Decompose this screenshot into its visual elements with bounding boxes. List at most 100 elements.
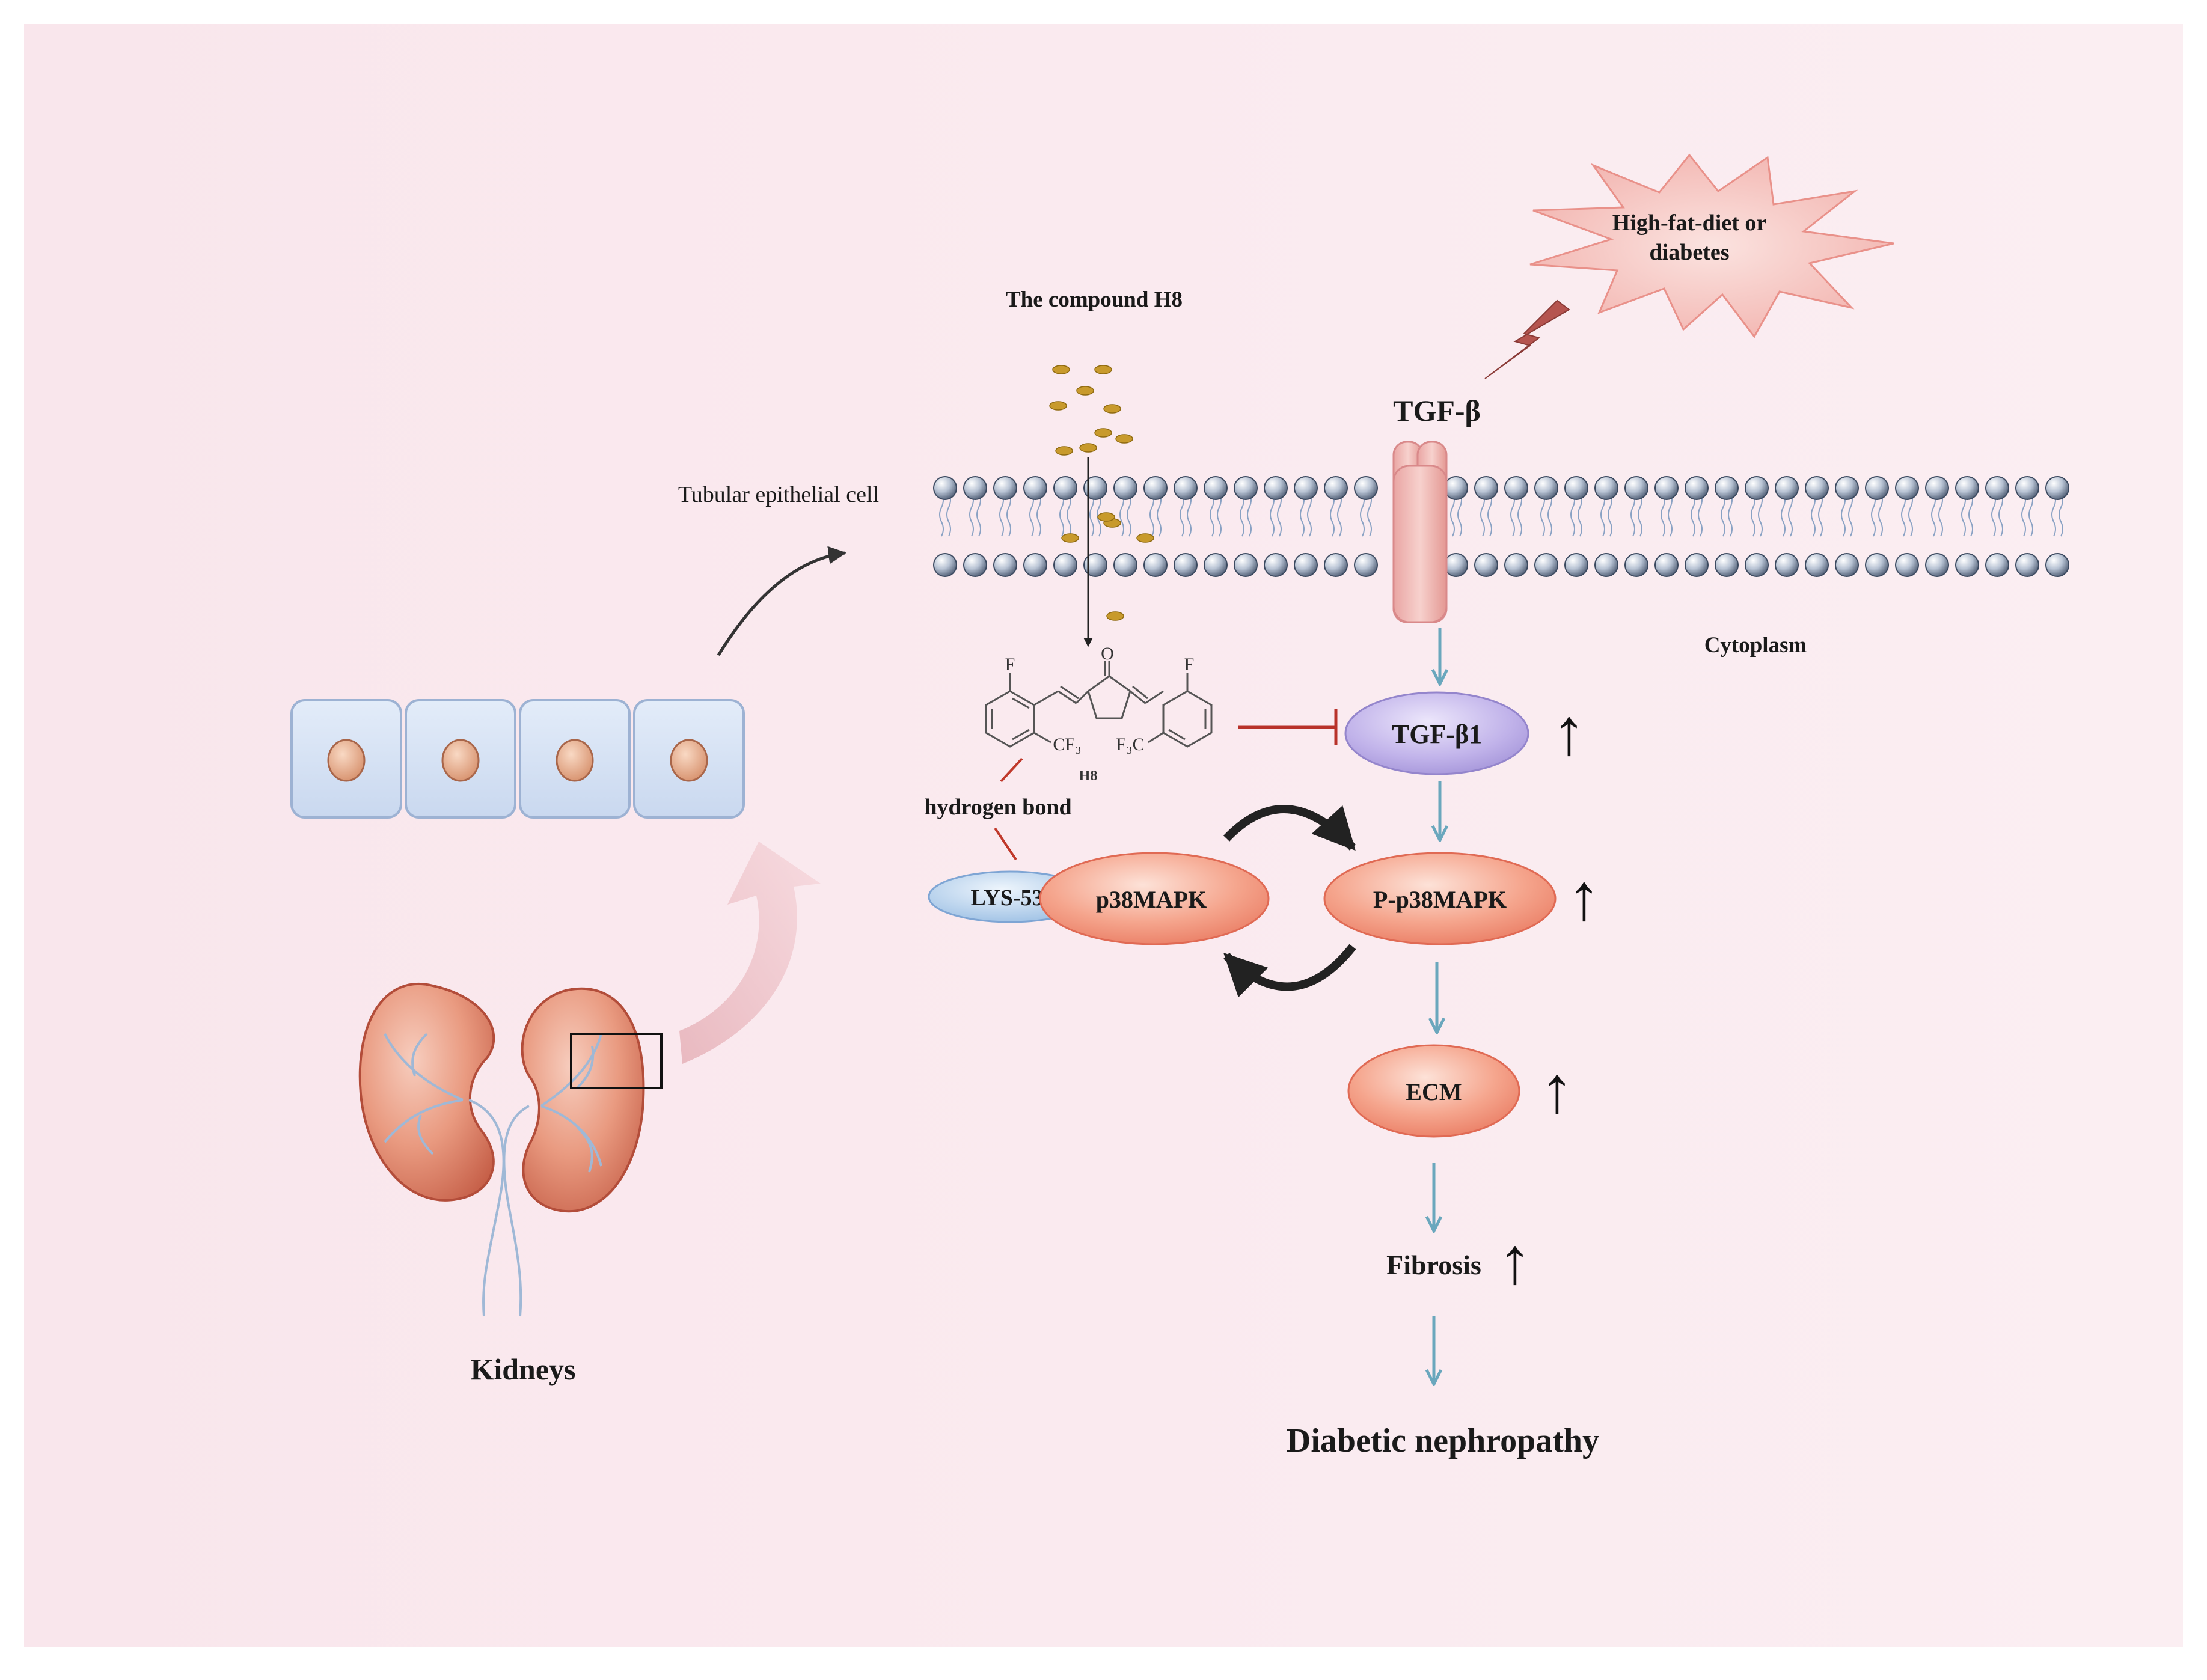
phosphorylation-arrow <box>1223 805 1356 851</box>
p38mapk-node: p38MAPK <box>1039 852 1270 945</box>
lipid-unit <box>1474 476 1498 577</box>
lipid-unit <box>1294 476 1318 577</box>
lipid-unit <box>1083 476 1107 577</box>
p-p38mapk-up-arrow: ↑ <box>1568 861 1601 934</box>
lipid-unit <box>1053 476 1077 577</box>
lipid-unit <box>1955 476 1979 577</box>
lipid-unit <box>1354 476 1378 577</box>
lipid-unit <box>1745 476 1769 577</box>
stress-starburst <box>1529 153 1894 338</box>
compound-particle <box>1052 365 1070 374</box>
background <box>24 24 2183 1647</box>
ecm-node: ECM <box>1347 1044 1520 1138</box>
lipid-unit <box>1624 476 1648 577</box>
mol-cf3: CF₃ <box>1053 735 1081 754</box>
lipid-unit <box>933 476 957 577</box>
kidneys-label: Kidneys <box>470 1352 575 1386</box>
compound-particle <box>1076 386 1094 396</box>
p-p38mapk-node: P-p38MAPK <box>1323 852 1557 945</box>
lipid-unit <box>1113 476 1137 577</box>
compound-particle <box>1136 533 1154 543</box>
lipid-unit <box>1324 476 1348 577</box>
compound-particles <box>1049 365 1154 621</box>
lipid-unit <box>1715 476 1739 577</box>
tgf-beta-label: TGF-β <box>1393 394 1481 427</box>
mol-f3c: F₃C <box>1116 735 1144 754</box>
lipid-unit <box>1234 476 1258 577</box>
tgf-beta-receptor <box>1392 441 1448 623</box>
p38mapk-label: p38MAPK <box>1096 886 1207 913</box>
compound-particle <box>1115 434 1133 444</box>
mol-h8: H8 <box>1079 768 1098 784</box>
tubular-cell-label: Tubular epithelial cell <box>678 482 879 507</box>
lipid-unit <box>1805 476 1829 577</box>
compound-particle <box>1094 428 1112 438</box>
compound-particle <box>1106 611 1124 621</box>
nucleus <box>327 739 366 782</box>
ecm-label: ECM <box>1406 1078 1462 1105</box>
zoom-box <box>570 1033 663 1089</box>
mol-f-left: F <box>1005 655 1015 674</box>
compound-particle <box>1049 401 1067 411</box>
lipid-unit <box>1564 476 1588 577</box>
lipid-unit <box>1865 476 1889 577</box>
lipid-unit <box>993 476 1017 577</box>
lipid-unit <box>1504 476 1528 577</box>
lipid-unit <box>1594 476 1618 577</box>
left-kidney <box>358 982 495 1202</box>
ecm-up-arrow: ↑ <box>1541 1053 1574 1126</box>
cell-membrane <box>933 476 2069 577</box>
high-fat-label-line2: diabetes <box>1650 240 1730 265</box>
lipid-unit <box>1985 476 2009 577</box>
cytoplasm-label: Cytoplasm <box>1704 633 1807 658</box>
compound-label: The compound H8 <box>1006 287 1183 312</box>
compound-particle <box>1061 533 1079 543</box>
nucleus <box>441 739 480 782</box>
tubular-cell <box>290 699 402 819</box>
mol-o: O <box>1101 644 1114 664</box>
lipid-unit <box>1654 476 1679 577</box>
compound-particle <box>1103 404 1121 414</box>
tubular-cell <box>519 699 631 819</box>
lipid-unit <box>1685 476 1709 577</box>
tubular-cell <box>405 699 516 819</box>
compound-particle <box>1055 446 1073 456</box>
mol-f-right: F <box>1184 655 1195 674</box>
fibrosis-up-arrow: ↑ <box>1499 1224 1532 1298</box>
diabetic-nephropathy-label: Diabetic nephropathy <box>1287 1422 1599 1459</box>
lipid-unit <box>1925 476 1949 577</box>
tgf-beta1-label: TGF-β1 <box>1392 719 1482 749</box>
lipid-unit <box>1143 476 1168 577</box>
lipid-unit <box>1204 476 1228 577</box>
kidney-to-cell-arrow <box>679 842 821 1064</box>
lipid-unit <box>1775 476 1799 577</box>
lipid-unit <box>1023 476 1047 577</box>
high-fat-label-line1: High-fat-diet or <box>1612 210 1767 236</box>
compound-particle <box>1079 443 1097 453</box>
compound-particle <box>1094 365 1112 374</box>
hydrogen-bond-label: hydrogen bond <box>924 795 1071 820</box>
fibrosis-label: Fibrosis <box>1386 1250 1481 1280</box>
tgf-beta1-up-arrow: ↑ <box>1553 695 1586 769</box>
lipid-unit <box>1895 476 1919 577</box>
tubular-cells <box>290 699 745 819</box>
lipid-unit <box>1264 476 1288 577</box>
p-p38mapk-label: P-p38MAPK <box>1373 886 1507 913</box>
lipid-unit <box>2045 476 2069 577</box>
h8-molecule <box>985 661 1213 748</box>
kidneys <box>358 982 663 1317</box>
lipid-unit <box>2015 476 2039 577</box>
tgf-beta1-node: TGF-β1 <box>1344 691 1529 775</box>
nucleus <box>670 739 708 782</box>
right-kidney <box>521 987 645 1213</box>
nucleus <box>556 739 594 782</box>
hbond-line-lower <box>994 827 1017 861</box>
lipid-unit <box>963 476 987 577</box>
zoom-arrow <box>717 546 846 656</box>
tubular-cell <box>633 699 745 819</box>
lightning-bolt-icon <box>1484 299 1570 379</box>
lipid-unit <box>1174 476 1198 577</box>
lys53-label: LYS-53 <box>970 885 1043 911</box>
inhibition-line <box>1238 709 1338 745</box>
